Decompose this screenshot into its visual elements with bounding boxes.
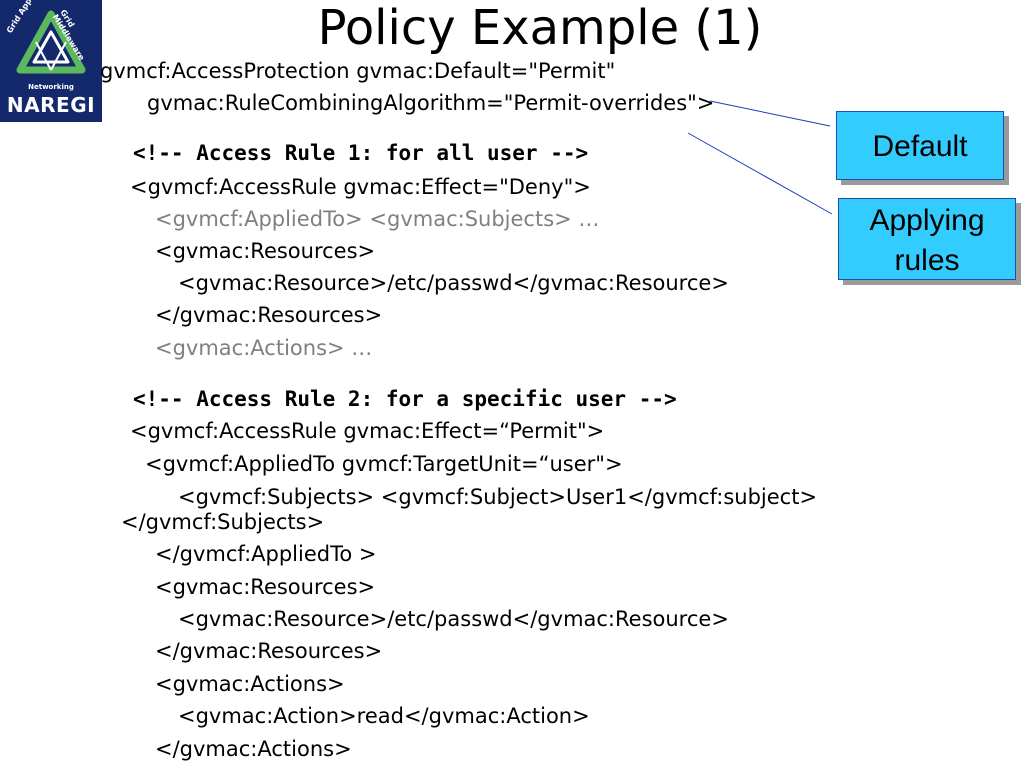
code-line: </gvmac:Actions> bbox=[155, 737, 352, 761]
rule-comment: <!-- Access Rule 2: for a specific user … bbox=[133, 387, 677, 411]
default-callout: Default bbox=[836, 111, 1004, 180]
applying-rules-callout-line1: Applying bbox=[869, 204, 985, 237]
code-line: <gvmac:Resource>/etc/passwd</gvmac:Resou… bbox=[178, 271, 729, 295]
code-line: <gvmcf:AccessRule gvmac:Effect=“Permit"> bbox=[130, 419, 605, 443]
code-line-dimmed: <gvmcf:AppliedTo> <gvmac:Subjects> … bbox=[155, 207, 600, 231]
code-line: </gvmcf:Subjects> bbox=[121, 510, 325, 534]
code-line: gvmac:RuleCombiningAlgorithm="Permit-ove… bbox=[147, 91, 715, 115]
code-line: gvmcf:AccessProtection gvmac:Default="Pe… bbox=[100, 59, 616, 83]
code-line: </gvmcf:AppliedTo > bbox=[155, 542, 377, 566]
slide-title: Policy Example (1) bbox=[317, 0, 763, 56]
logo-name-text: NAREGI bbox=[6, 93, 96, 117]
code-line: <gvmac:Resources> bbox=[155, 239, 376, 263]
code-line: <gvmcf:AccessRule gvmac:Effect="Deny"> bbox=[130, 175, 591, 199]
code-line: </gvmac:Resources> bbox=[155, 639, 383, 663]
code-line: </gvmac:Resources> bbox=[155, 303, 383, 327]
code-line: <gvmcf:Subjects> <gvmcf:Subject>User1</g… bbox=[178, 485, 818, 509]
code-line: <gvmac:Action>read</gvmac:Action> bbox=[178, 704, 590, 728]
default-callout-label: Default bbox=[872, 130, 968, 163]
code-line-dimmed: <gvmac:Actions> … bbox=[155, 336, 373, 360]
naregi-logo: Grid Applications Grid Middleware Networ… bbox=[0, 0, 102, 122]
logo-networking-text: Networking bbox=[28, 83, 74, 91]
code-line: <gvmac:Actions> bbox=[155, 672, 345, 696]
code-line: <gvmcf:AppliedTo gvmcf:TargetUnit=“user"… bbox=[145, 452, 623, 476]
triangle-knot-icon bbox=[16, 10, 86, 74]
applying-rules-callout: Applying rules bbox=[838, 198, 1016, 280]
code-line: <gvmac:Resources> bbox=[155, 575, 376, 599]
applying-rules-callout-line2: rules bbox=[894, 244, 960, 277]
code-line: <gvmac:Resource>/etc/passwd</gvmac:Resou… bbox=[178, 607, 729, 631]
rule-comment: <!-- Access Rule 1: for all user --> bbox=[133, 141, 589, 165]
